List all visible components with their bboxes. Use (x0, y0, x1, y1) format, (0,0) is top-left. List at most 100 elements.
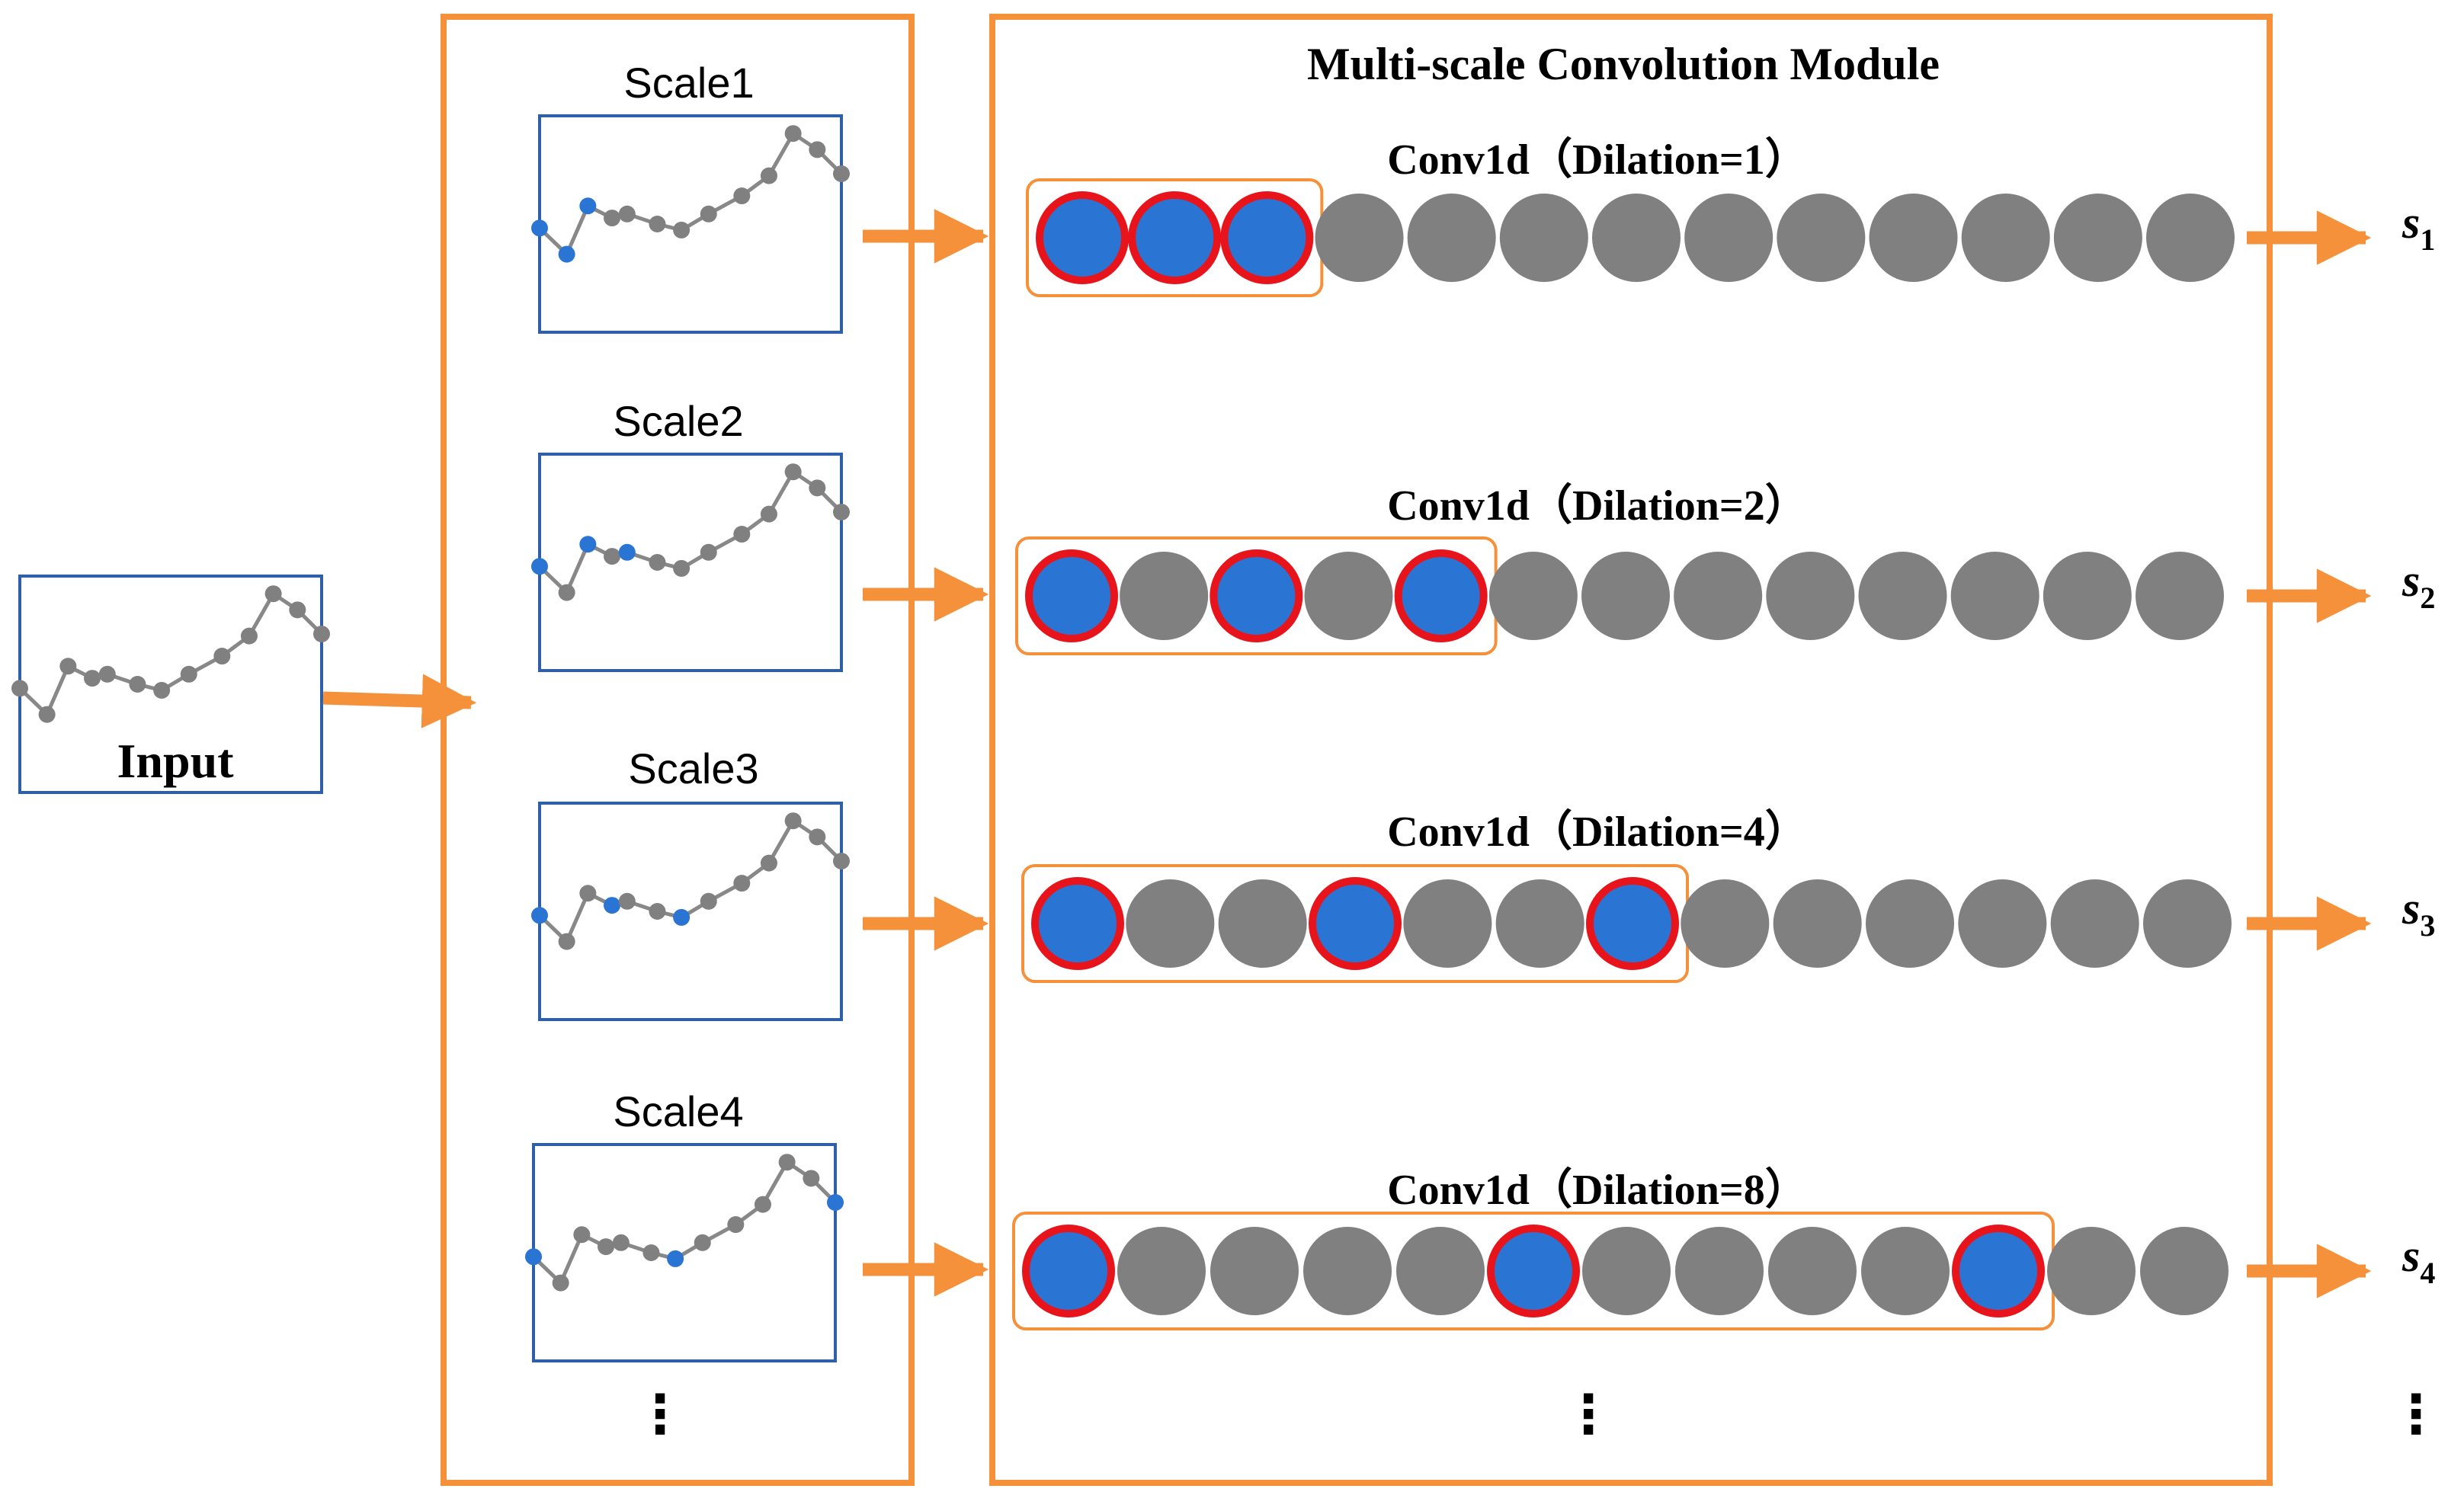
series-point (809, 141, 826, 158)
sequence-node (1768, 1227, 1857, 1315)
scale-label: Scale2 (613, 397, 743, 445)
kernel-tap-node (1952, 1225, 2045, 1317)
sequence-node (1684, 194, 1774, 282)
output-symbol: s (2402, 197, 2420, 248)
kernel-tap-node (1036, 191, 1129, 284)
sequence-node (1407, 194, 1496, 282)
output-label-2: s2 (2402, 555, 2435, 615)
kernel-tap-node (1586, 877, 1679, 970)
kernel-tap-node (1220, 191, 1314, 284)
kernel-tap-node (1394, 549, 1488, 642)
series-point (59, 658, 77, 675)
series-point-sampled (531, 219, 548, 237)
series-point (754, 1196, 771, 1213)
output-label-4: s4 (2402, 1231, 2435, 1290)
series-point (618, 892, 636, 910)
scale-series (525, 1154, 844, 1292)
sequence-node (2143, 879, 2232, 968)
series-point (129, 676, 146, 693)
scale-series (531, 125, 850, 263)
output-label-3: s3 (2402, 883, 2435, 943)
kernel-tap-node (1210, 549, 1303, 642)
series-point (313, 626, 330, 642)
sequence-node (1120, 552, 1209, 640)
conv-row-label: Conv1d（Dilation=2） (1387, 482, 1808, 530)
sequence-node (2136, 552, 2224, 640)
conv-row-label: Conv1d（Dilation=1） (1387, 136, 1808, 184)
sequence-node (1403, 879, 1492, 968)
sequence-node (1396, 1227, 1485, 1315)
sequence-node (1582, 1227, 1671, 1315)
output-symbol: s (2402, 555, 2420, 606)
series-point-sampled (827, 1194, 844, 1211)
sequence-node (2140, 1227, 2228, 1315)
output-subscript: 4 (2420, 1256, 2435, 1290)
series-point-sampled (667, 1250, 684, 1267)
series-point (673, 221, 690, 239)
module-more-ellipsis: ⋮ (1562, 1385, 1615, 1444)
sequence-node (1766, 552, 1855, 640)
sequence-node (1303, 1227, 1392, 1315)
series-point (784, 125, 802, 142)
input-label: Input (117, 734, 235, 788)
series-point (558, 933, 575, 950)
series-point (649, 903, 666, 920)
sequence-node (1117, 1227, 1206, 1315)
series-point (784, 812, 802, 830)
scale-panel-4: Scale4 (525, 1087, 844, 1362)
series-point (760, 854, 777, 872)
conv-row-label: Conv1d（Dilation=8） (1387, 1166, 1808, 1214)
kernel-tap-node (1031, 877, 1124, 970)
series-point (809, 828, 826, 846)
series-point-sampled (673, 908, 690, 926)
sequence-node (1210, 1227, 1299, 1315)
series-point (733, 526, 751, 543)
series-point (38, 706, 56, 723)
module-title: Multi-scale Convolution Module (1307, 39, 1940, 89)
sequence-node (1861, 1227, 1950, 1315)
sequence-node (1866, 879, 1954, 968)
series-point (803, 1170, 820, 1187)
sequence-node (1592, 194, 1681, 282)
series-point (833, 165, 850, 182)
scale-label: Scale3 (628, 744, 758, 792)
sequence-node (1777, 194, 1866, 282)
series-point (700, 543, 717, 561)
series-point-sampled (531, 907, 548, 924)
sequence-node (2050, 879, 2139, 968)
series-point (700, 205, 717, 223)
series-point (733, 875, 751, 892)
output-label-1: s1 (2402, 197, 2435, 257)
sequence-node (1488, 552, 1578, 640)
series-point-sampled (525, 1248, 542, 1266)
series-point-sampled (558, 245, 575, 263)
series-point (694, 1234, 711, 1251)
series-point (784, 463, 802, 481)
scale-panel-3: Scale3 (531, 744, 850, 1021)
series-point (760, 167, 777, 184)
kernel-tap-node (1487, 1225, 1580, 1317)
series-point-sampled (531, 558, 548, 575)
sequence-node (1674, 552, 1763, 640)
input-panel: Input (11, 575, 330, 794)
series-point (642, 1244, 660, 1261)
sequence-node (1681, 879, 1770, 968)
series-point-sampled (579, 536, 597, 553)
scale-label: Scale1 (623, 59, 754, 107)
scales-more-ellipsis: ⋮ (633, 1385, 687, 1444)
sequence-node (1858, 552, 1947, 640)
sequence-node (1315, 194, 1404, 282)
scale-panel-2: Scale2 (531, 397, 850, 672)
series-point (84, 670, 101, 687)
sequence-node (1304, 552, 1393, 640)
series-point (264, 585, 282, 603)
sequence-node (1495, 879, 1584, 968)
output-symbol: s (2402, 883, 2420, 933)
kernel-tap-node (1309, 877, 1402, 970)
kernel-tap-node (1128, 191, 1222, 284)
series-point-sampled (579, 197, 597, 215)
series-point (727, 1216, 745, 1234)
series-point (618, 205, 636, 223)
series-point (180, 665, 197, 683)
sequence-node (2047, 1227, 2136, 1315)
